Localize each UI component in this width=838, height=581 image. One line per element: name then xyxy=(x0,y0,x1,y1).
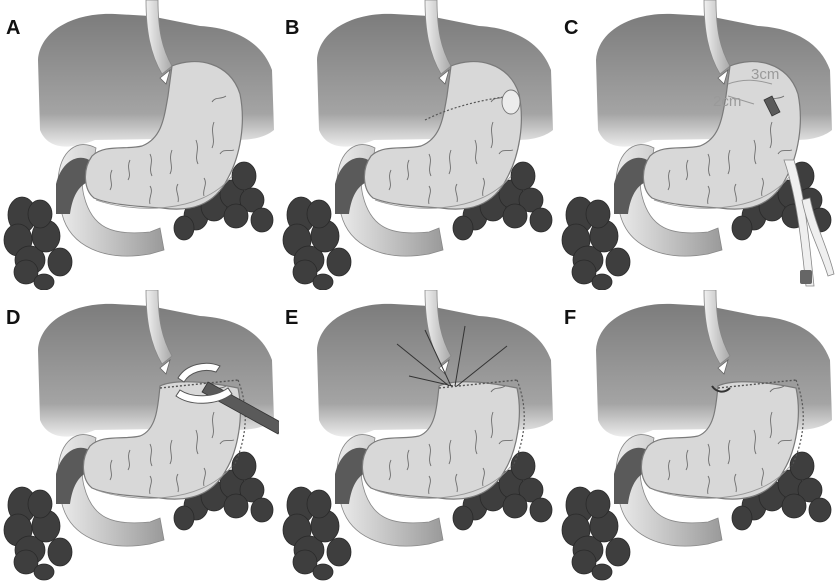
colon-segment xyxy=(34,564,54,580)
colon-segment xyxy=(586,490,610,518)
colon-segment xyxy=(327,538,351,566)
measurement-2cm: 2cm xyxy=(713,93,741,110)
panel-label-a: A xyxy=(6,18,20,38)
colon-segment xyxy=(313,274,333,290)
panel-c-illustration: 3cm 2cm xyxy=(558,0,838,290)
panel-e-illustration xyxy=(279,290,558,581)
colon-segment xyxy=(174,506,194,530)
colon-segment xyxy=(313,564,333,580)
fundus-cut xyxy=(502,90,520,114)
colon-segment xyxy=(586,200,610,228)
colon-segment xyxy=(224,494,248,518)
colon-segment xyxy=(307,490,331,518)
colon-segment xyxy=(606,248,630,276)
colon-segment xyxy=(511,452,535,480)
colon-segment xyxy=(530,208,552,232)
colon-segment xyxy=(453,506,473,530)
panel-label-b: B xyxy=(285,18,299,38)
panel-a: A xyxy=(0,0,279,290)
colon-segment xyxy=(174,216,194,240)
colon-segment xyxy=(732,216,752,240)
panel-e: E xyxy=(279,290,558,581)
colon-segment xyxy=(592,274,612,290)
colon-segment xyxy=(809,498,831,522)
colon-segment xyxy=(453,216,473,240)
panel-label-e: E xyxy=(285,308,298,328)
colon-segment xyxy=(782,494,806,518)
colon-segment xyxy=(530,498,552,522)
panel-label-d: D xyxy=(6,308,20,328)
clamp-tip xyxy=(800,270,812,284)
panel-label-c: C xyxy=(564,18,578,38)
colon-segment xyxy=(307,200,331,228)
colon-segment xyxy=(251,498,273,522)
panel-f-illustration xyxy=(558,290,838,581)
colon-segment xyxy=(28,200,52,228)
panel-d-illustration xyxy=(0,290,279,581)
colon-segment xyxy=(224,204,248,228)
colon-segment xyxy=(232,452,256,480)
colon-segment xyxy=(48,538,72,566)
panel-d: D xyxy=(0,290,279,581)
colon-segment xyxy=(606,538,630,566)
colon-segment xyxy=(592,564,612,580)
panel-label-f: F xyxy=(564,308,576,328)
panel-b-illustration xyxy=(279,0,558,290)
colon-segment xyxy=(503,204,527,228)
panel-c: 3cm 2cm C xyxy=(558,0,838,290)
colon-segment xyxy=(511,162,535,190)
colon-segment xyxy=(790,452,814,480)
colon-segment xyxy=(327,248,351,276)
colon-segment xyxy=(34,274,54,290)
colon-segment xyxy=(251,208,273,232)
colon-segment xyxy=(48,248,72,276)
colon-segment xyxy=(503,494,527,518)
colon-segment xyxy=(232,162,256,190)
panel-a-illustration xyxy=(0,0,279,290)
measurement-3cm: 3cm xyxy=(751,66,779,83)
panel-f: F xyxy=(558,290,838,581)
colon-segment xyxy=(732,506,752,530)
colon-segment xyxy=(28,490,52,518)
panel-b: B xyxy=(279,0,558,290)
